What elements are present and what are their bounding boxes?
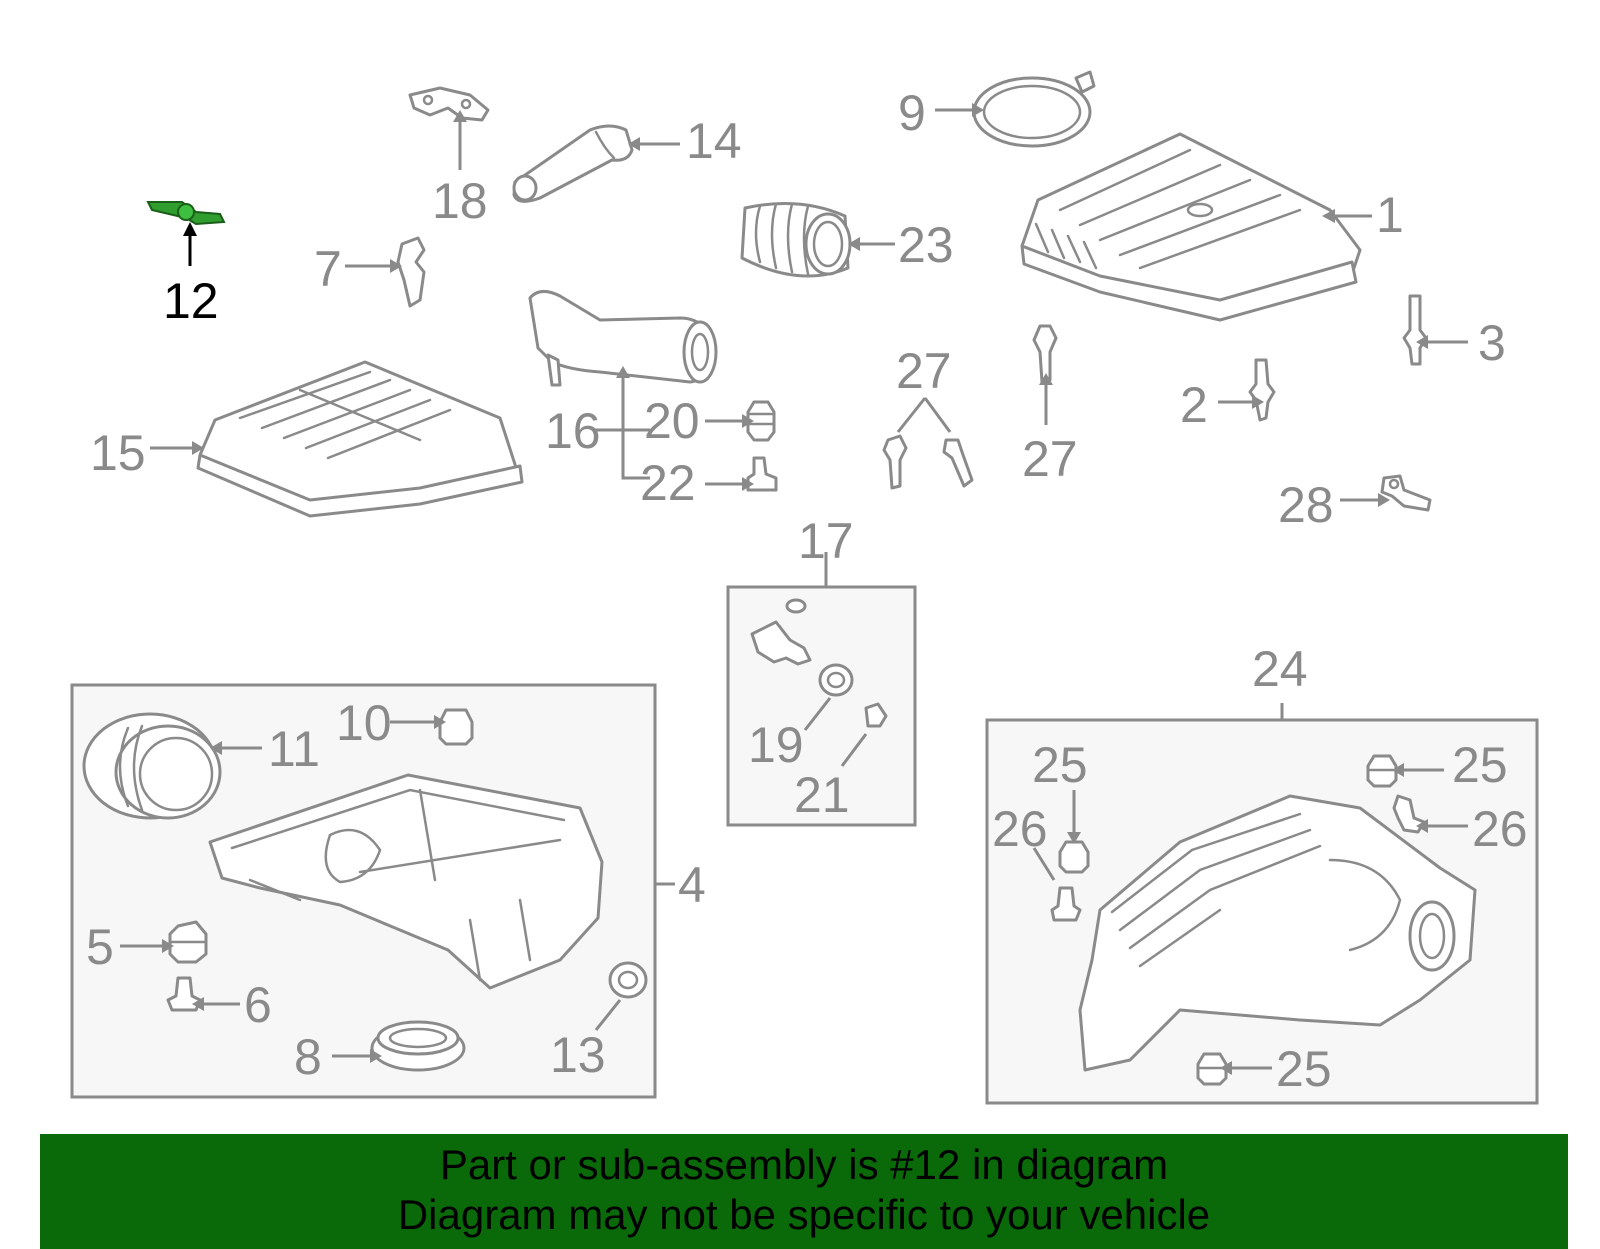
part-23-bellows xyxy=(740,202,852,278)
label-19: 19 xyxy=(748,717,804,773)
label-26b: 26 xyxy=(1472,801,1528,857)
part-12-sensor[interactable] xyxy=(146,201,226,226)
part-19-grommet xyxy=(818,663,854,697)
part-25-grommet-b xyxy=(1366,754,1398,788)
label-10: 10 xyxy=(336,695,392,751)
label-6: 6 xyxy=(244,977,272,1033)
label-11: 11 xyxy=(268,721,320,777)
label-25a: 25 xyxy=(1032,737,1088,793)
label-7: 7 xyxy=(314,241,342,297)
label-4: 4 xyxy=(678,857,706,913)
leader-arrowheads xyxy=(162,103,1428,1075)
label-25c: 25 xyxy=(1276,1041,1332,1097)
label-2: 2 xyxy=(1180,377,1208,433)
label-1: 1 xyxy=(1376,187,1404,243)
label-8: 8 xyxy=(294,1029,322,1085)
part-14-hose xyxy=(512,124,634,203)
part-16-duct xyxy=(528,290,718,387)
label-23: 23 xyxy=(898,217,954,273)
label-17: 17 xyxy=(798,513,854,569)
leader-26a xyxy=(1032,847,1056,881)
label-25b: 25 xyxy=(1452,737,1508,793)
part-28-bracket xyxy=(1380,474,1432,512)
info-banner: Part or sub-assembly is #12 in diagram D… xyxy=(40,1134,1568,1249)
part-17-bracket xyxy=(750,598,812,666)
part-22-bolt xyxy=(746,456,778,492)
part-26-bolt-b xyxy=(1392,794,1426,834)
label-13: 13 xyxy=(550,1027,606,1083)
label-24: 24 xyxy=(1252,641,1308,697)
part-8-seal xyxy=(370,1020,466,1072)
banner-line-2: Diagram may not be specific to your vehi… xyxy=(397,1191,1211,1238)
label-20: 20 xyxy=(644,393,700,449)
part-5-grommet xyxy=(168,920,208,964)
leader-19 xyxy=(803,697,832,731)
part-21-nut xyxy=(864,702,888,728)
label-5: 5 xyxy=(86,919,114,975)
part-6-bolt xyxy=(166,976,202,1012)
label-28: 28 xyxy=(1278,477,1334,533)
leader-27a xyxy=(896,397,952,433)
label-26a: 26 xyxy=(992,801,1048,857)
part-24-housing xyxy=(1078,794,1477,1072)
banner-line-1: Part or sub-assembly is #12 in diagram xyxy=(439,1141,1169,1188)
part-27-bolt-left xyxy=(882,434,908,490)
parts-diagram: 1 2 3 4 5 6 7 8 9 10 11 12 13 14 15 16 1… xyxy=(70,70,1539,1105)
arrow-12 xyxy=(183,222,197,236)
part-11-bellows xyxy=(82,712,222,820)
label-16: 16 xyxy=(545,403,601,459)
part-10-grommet xyxy=(438,708,474,746)
part-4-housing xyxy=(208,773,604,990)
label-22: 22 xyxy=(640,455,696,511)
label-15: 15 xyxy=(90,425,146,481)
label-12: 12 xyxy=(163,273,219,329)
part-9-band xyxy=(972,70,1096,148)
part-1-cover xyxy=(1020,132,1362,322)
label-14: 14 xyxy=(686,113,742,169)
part-13-grommet xyxy=(608,961,648,999)
part-15-filter xyxy=(196,360,524,518)
part-26-bolt-a xyxy=(1050,886,1082,922)
label-9: 9 xyxy=(898,85,926,141)
part-3-stud xyxy=(1402,294,1428,366)
part-18-bracket xyxy=(408,86,490,122)
label-27b: 27 xyxy=(1022,431,1078,487)
leader-13 xyxy=(594,999,622,1031)
part-7-clip xyxy=(396,236,426,308)
label-21: 21 xyxy=(794,767,850,823)
leader-21 xyxy=(840,733,868,767)
part-27-bolt-right xyxy=(942,438,974,488)
leader-16 xyxy=(595,378,650,480)
label-18: 18 xyxy=(432,173,488,229)
box-17 xyxy=(726,585,917,827)
label-3: 3 xyxy=(1478,315,1506,371)
part-25-grommet-a xyxy=(1058,840,1090,874)
label-27a: 27 xyxy=(896,343,952,399)
part-2-stud xyxy=(1248,358,1276,422)
part-27-bolt-center xyxy=(1032,324,1058,384)
